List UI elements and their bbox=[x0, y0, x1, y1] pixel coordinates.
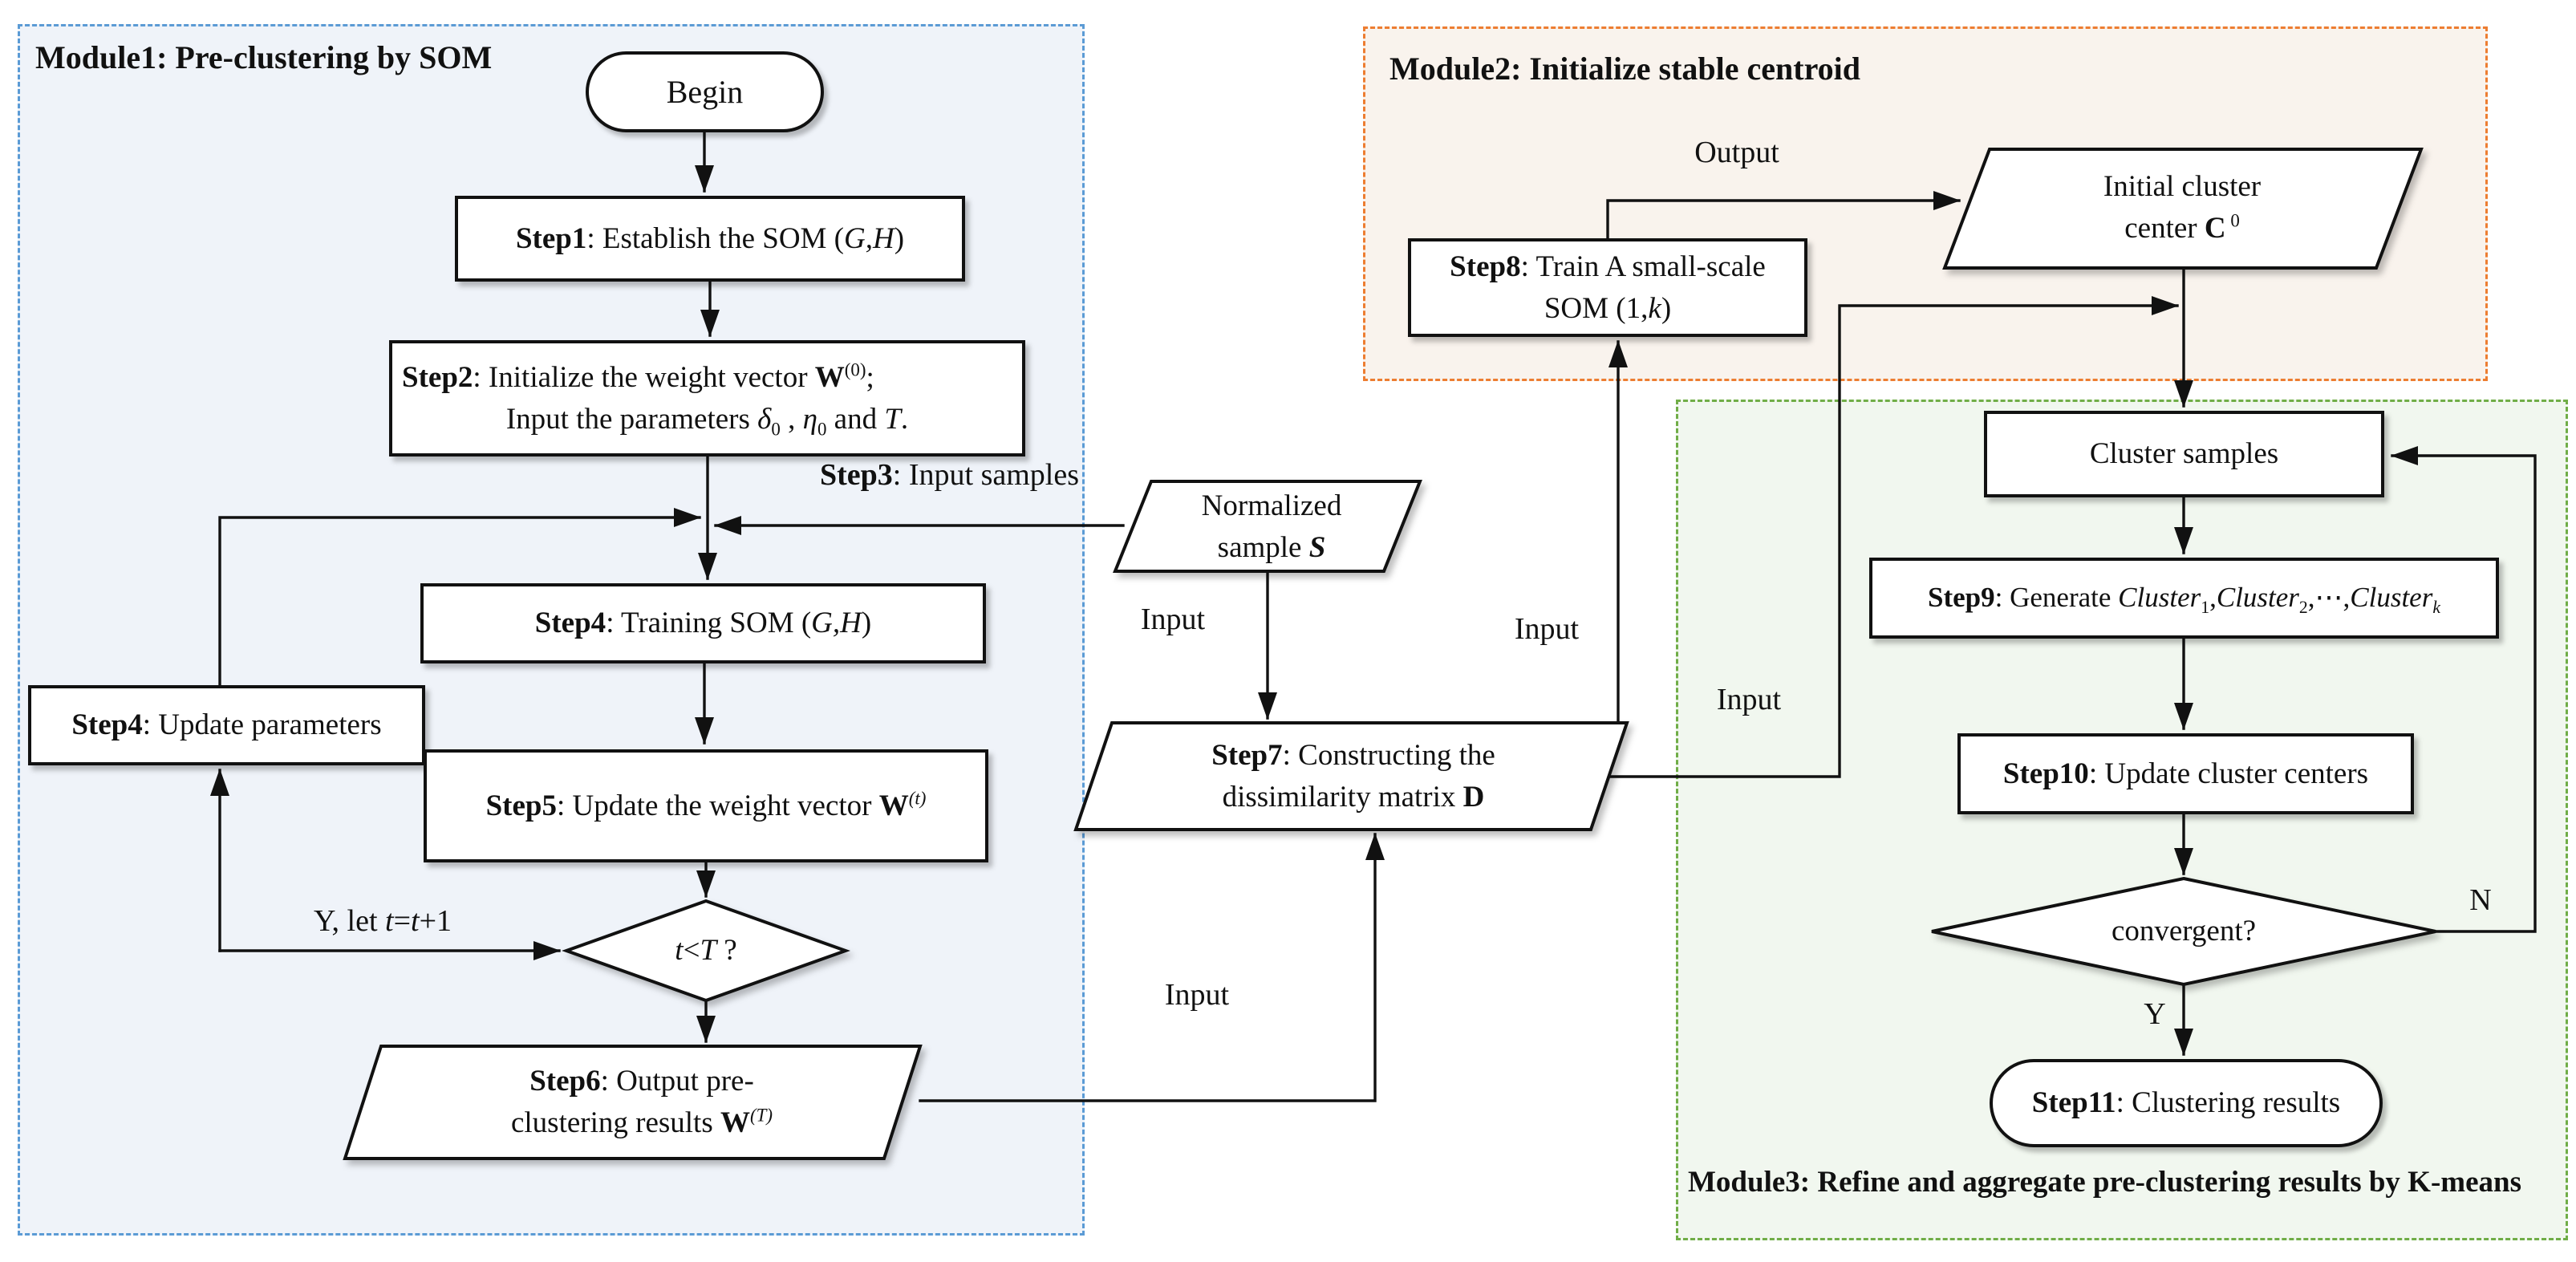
cluster-samples-node: Cluster samples bbox=[1984, 411, 2384, 497]
module1-title: Module1: Pre-clustering by SOM bbox=[35, 39, 493, 75]
step8-node: Step8: Train A small-scale SOM (1,k) bbox=[1408, 238, 1807, 337]
arrow-step7-cluster-feed bbox=[1607, 296, 2179, 778]
decision-t-label: t<T ? bbox=[675, 934, 737, 968]
arrow-step6-step7 bbox=[919, 833, 1385, 1102]
step1-node: Step1: Establish the SOM (G,H) bbox=[455, 196, 965, 282]
input-label-sample-step7: Input bbox=[1140, 603, 1206, 636]
normalized-sample-label: Normalized sample S bbox=[1201, 489, 1342, 564]
module3-title: Module3: Refine and aggregate pre-cluste… bbox=[1688, 1166, 2521, 1199]
step11-node: Step11: Clustering results bbox=[1990, 1059, 2383, 1147]
no-branch-label: N bbox=[2469, 883, 2492, 917]
decision-t-diamond bbox=[562, 899, 850, 1003]
begin-node: Begin bbox=[586, 51, 824, 132]
step3-edge-label: Step3: Input samples bbox=[820, 458, 1079, 492]
step6-parallelogram bbox=[343, 1045, 923, 1160]
init-center-parallelogram bbox=[1942, 148, 2424, 270]
arrow-no-loop-cluster bbox=[2391, 446, 2537, 933]
init-center-label: Initial cluster center C 0 bbox=[2103, 170, 2262, 245]
input-label-step7-step8: Input bbox=[1514, 612, 1580, 646]
step10-node: Step10: Update cluster centers bbox=[1957, 733, 2414, 814]
output-edge-label: Output bbox=[1694, 136, 1779, 169]
step6-label: Step6: Output pre- clustering results W(… bbox=[510, 1065, 773, 1139]
step2-node: Step2: Initialize the weight vector W(0)… bbox=[389, 340, 1025, 457]
input-label-step7-cluster: Input bbox=[1716, 683, 1782, 716]
step7-label: Step7: Constructing the dissimilarity ma… bbox=[1211, 739, 1495, 814]
step7-parallelogram bbox=[1073, 721, 1629, 831]
normalized-sample-parallelogram bbox=[1113, 480, 1422, 573]
module3-region bbox=[1676, 400, 2568, 1240]
input-label-step6-step7: Input bbox=[1164, 978, 1230, 1012]
step4-update-parameters-node: Step4: Update parameters bbox=[28, 685, 425, 765]
arrow-update-params-mainline bbox=[218, 508, 701, 687]
yes-branch-label: Y bbox=[2144, 997, 2166, 1031]
arrow-step8-init-center bbox=[1606, 191, 1961, 240]
step9-node: Step9: Generate Cluster1,Cluster2,⋯,Clus… bbox=[1869, 558, 2499, 639]
step4-training-node: Step4: Training SOM (G,H) bbox=[420, 583, 986, 663]
decision-convergent-diamond bbox=[1931, 876, 2436, 987]
step5-node: Step5: Update the weight vector W(t) bbox=[424, 749, 988, 862]
loop-yes-edge-label: Y, let t=t+1 bbox=[313, 904, 452, 938]
module2-title: Module2: Initialize stable centroid bbox=[1389, 51, 1860, 87]
decision-convergent-label: convergent? bbox=[2111, 915, 2257, 948]
